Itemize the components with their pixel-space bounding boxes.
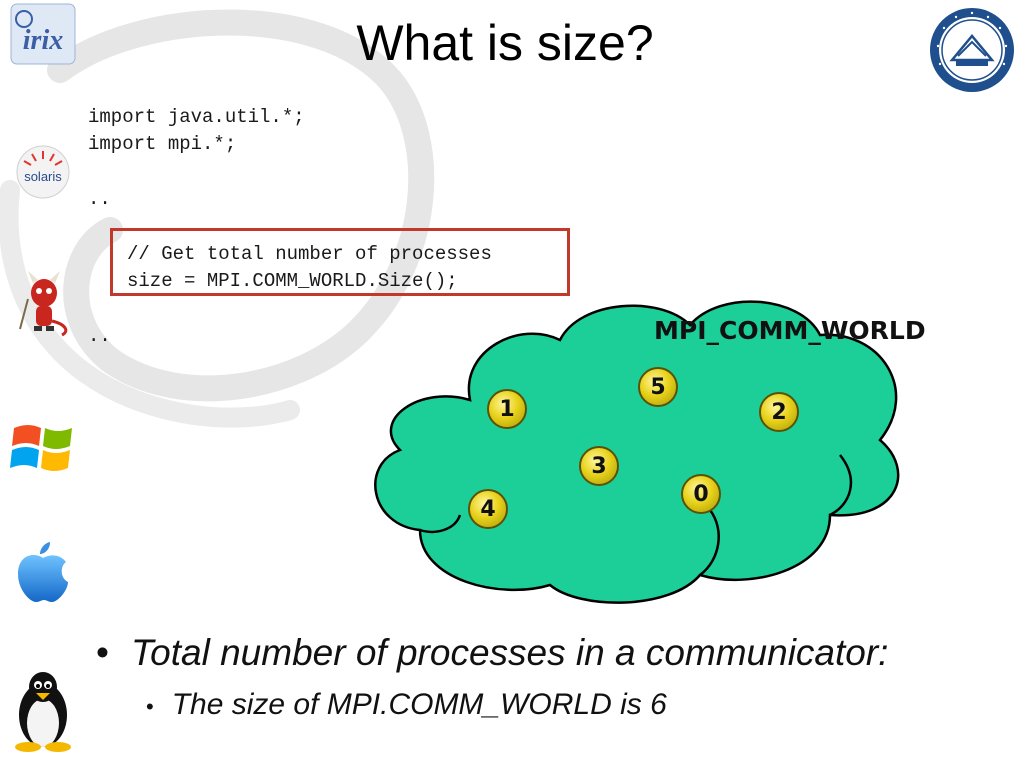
- bullet-sub: • The size of MPI.COMM_WORLD is 6: [146, 688, 667, 722]
- communicator-label: MPI_COMM_WORLD: [654, 316, 926, 345]
- code-size-statement: size = MPI.COMM_WORLD.Size();: [127, 270, 458, 292]
- solaris-logo-text: solaris: [24, 169, 62, 184]
- process-node-4: 4: [468, 489, 508, 529]
- irix-logo-text: irix: [23, 25, 63, 56]
- process-node-0: 0: [681, 474, 721, 514]
- communicator-cloud: [374, 300, 900, 604]
- bullet-dot: •: [96, 632, 109, 673]
- bsd-daemon-logo: [9, 271, 77, 337]
- process-node-2: 2: [759, 392, 799, 432]
- code-import-mpi: import mpi.*;: [88, 133, 237, 155]
- code-import-util: import java.util.*;: [88, 106, 305, 128]
- irix-logo: irix: [9, 2, 77, 66]
- bullet-sub-text: The size of MPI.COMM_WORLD is 6: [171, 688, 667, 721]
- code-highlight-box: [110, 228, 570, 296]
- linux-penguin-logo: [9, 664, 77, 754]
- bullet-dot: •: [146, 694, 154, 719]
- process-node-5: 5: [638, 367, 678, 407]
- windows-logo: [9, 414, 77, 478]
- process-node-1: 1: [487, 389, 527, 429]
- code-ellipsis-bottom: ..: [88, 325, 111, 347]
- bullet-main: • Total number of processes in a communi…: [96, 632, 888, 674]
- slide-title: What is size?: [356, 15, 654, 71]
- code-comment: // Get total number of processes: [127, 243, 492, 265]
- university-seal-icon: [930, 8, 1014, 92]
- apple-logo: [9, 540, 77, 604]
- code-ellipsis-top: ..: [88, 188, 111, 210]
- solaris-logo: solaris: [9, 140, 77, 204]
- process-node-3: 3: [579, 446, 619, 486]
- bullet-main-text: Total number of processes in a communica…: [130, 632, 889, 673]
